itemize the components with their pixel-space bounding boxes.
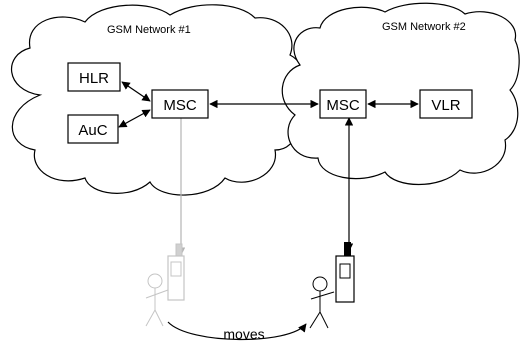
vlr-node: VLR — [419, 89, 473, 119]
hlr-label: HLR — [79, 70, 109, 87]
hlr-node: HLR — [67, 62, 121, 92]
msc2-label: MSC — [326, 97, 360, 114]
auc-label: AuC — [78, 122, 107, 139]
movement-arrow — [167, 321, 307, 341]
msc1-node: MSC — [151, 89, 209, 119]
link-hlr-msc1 — [121, 81, 151, 102]
ghost-handset-icon — [167, 243, 185, 301]
vlr-label: VLR — [431, 97, 460, 114]
handset-icon — [335, 242, 355, 303]
user-icon — [309, 276, 335, 329]
gsm-network-2-cloud: GSM Network #2 — [281, 2, 520, 186]
movement-label: moves — [223, 326, 264, 342]
ghost-user-icon — [145, 273, 169, 327]
msc1-label: MSC — [163, 97, 197, 114]
gsm-network-1-label: GSM Network #1 — [107, 24, 191, 36]
link-auc-msc1 — [118, 109, 151, 128]
msc2-node: MSC — [319, 89, 367, 119]
auc-node: AuC — [67, 114, 119, 144]
gsm-network-2-label: GSM Network #2 — [382, 21, 466, 33]
